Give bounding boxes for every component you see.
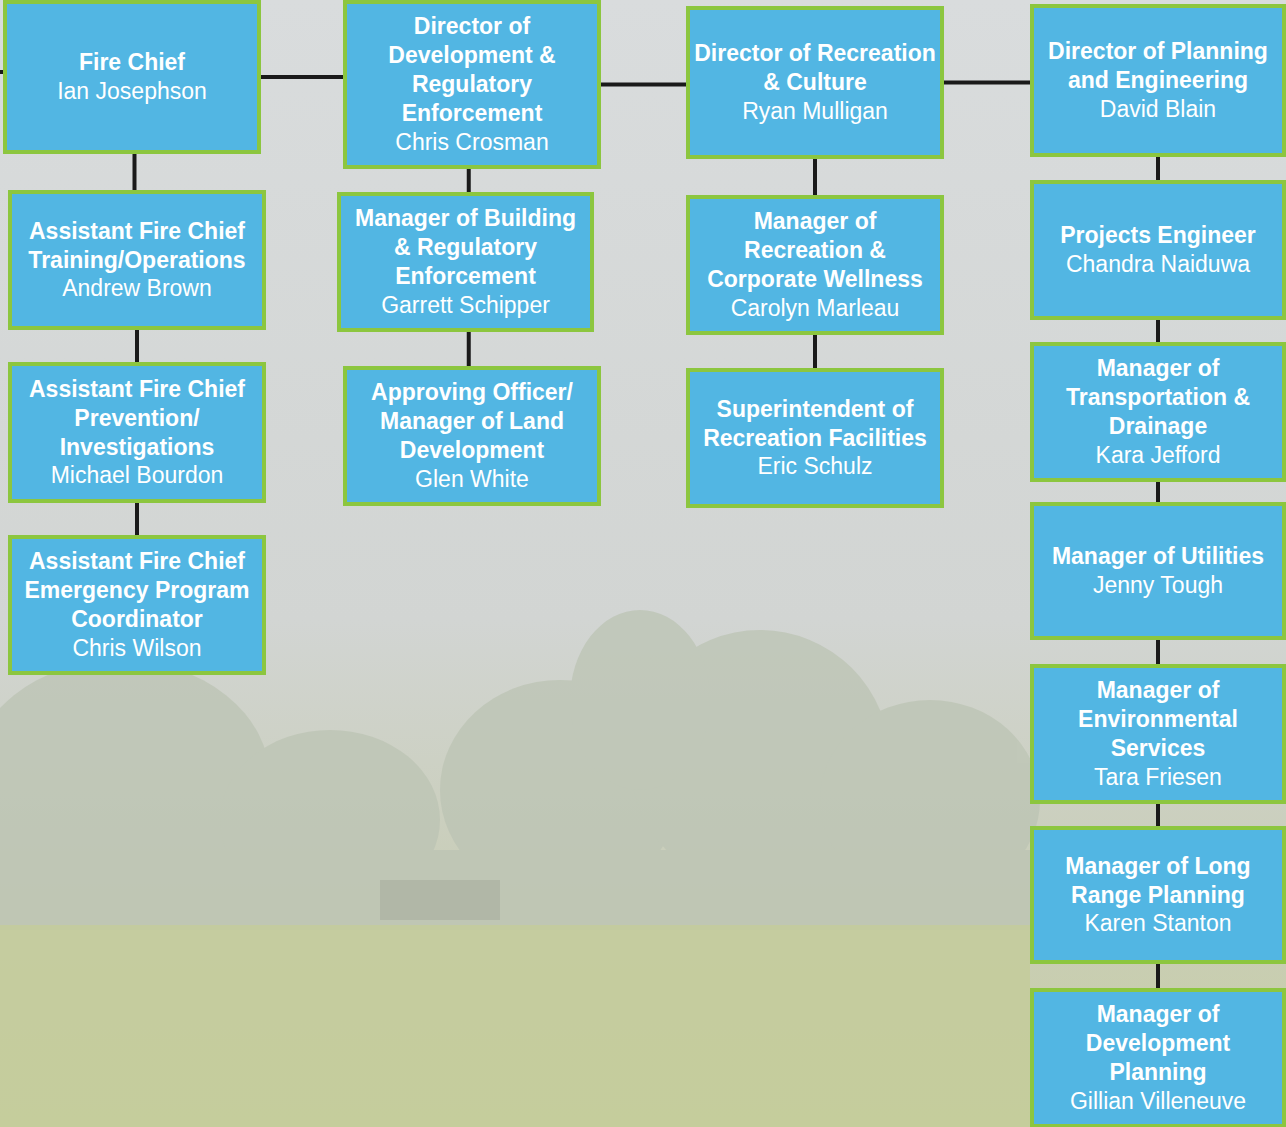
job-title: Manager of Environmental Services — [1038, 676, 1278, 763]
org-box: Assistant Fire Chief Training/Operations… — [8, 190, 266, 330]
reporting-line — [1156, 320, 1160, 342]
job-title: Assistant Fire Chief Prevention/ Investi… — [16, 375, 258, 462]
person-name: Eric Schulz — [757, 452, 872, 481]
job-title: Fire Chief — [79, 48, 185, 77]
job-title: Director of Development & Regulatory Enf… — [351, 12, 593, 128]
job-title: Assistant Fire Chief Emergency Program C… — [16, 547, 258, 634]
org-box: Manager of Development PlanningGillian V… — [1030, 988, 1286, 1127]
job-title: Superintendent of Recreation Facilities — [694, 395, 936, 453]
person-name: Garrett Schipper — [381, 291, 550, 320]
field — [0, 925, 1030, 1127]
org-box: Manager of Recreation & Corporate Wellne… — [686, 195, 944, 335]
org-box: Fire ChiefIan Josephson — [3, 0, 261, 154]
reporting-line — [813, 159, 817, 195]
job-title: Manager of Recreation & Corporate Wellne… — [694, 207, 936, 294]
person-name: Michael Bourdon — [51, 461, 224, 490]
job-title: Approving Officer/ Manager of Land Devel… — [351, 378, 593, 465]
org-box: Director of Recreation & CultureRyan Mul… — [686, 6, 944, 159]
person-name: Gillian Villeneuve — [1070, 1087, 1246, 1116]
person-name: Jenny Tough — [1093, 571, 1223, 600]
job-title: Manager of Utilities — [1052, 542, 1264, 571]
reporting-line — [1156, 804, 1160, 826]
job-title: Manager of Long Range Planning — [1038, 852, 1278, 910]
person-name: Kara Jefford — [1096, 441, 1221, 470]
person-name: Tara Friesen — [1094, 763, 1222, 792]
org-box: Assistant Fire Chief Prevention/ Investi… — [8, 362, 266, 503]
reporting-line — [1156, 964, 1160, 988]
job-title: Manager of Transportation & Drainage — [1038, 354, 1278, 441]
person-name: David Blain — [1100, 95, 1216, 124]
org-box: Director of Development & Regulatory Enf… — [343, 0, 601, 169]
org-box: Manager of Transportation & DrainageKara… — [1030, 342, 1286, 482]
job-title: Projects Engineer — [1060, 221, 1256, 250]
person-name: Chandra Naiduwa — [1066, 250, 1250, 279]
person-name: Chris Wilson — [72, 634, 201, 663]
job-title: Manager of Development Planning — [1038, 1000, 1278, 1087]
person-name: Ian Josephson — [57, 77, 207, 106]
person-name: Chris Crosman — [395, 128, 548, 157]
org-box: Approving Officer/ Manager of Land Devel… — [343, 366, 601, 506]
reporting-line — [813, 335, 817, 368]
org-box: Manager of Long Range PlanningKaren Stan… — [1030, 826, 1286, 964]
org-box: Manager of Environmental ServicesTara Fr… — [1030, 664, 1286, 804]
job-title: Manager of Building & Regulatory Enforce… — [345, 204, 586, 291]
reporting-line — [1156, 157, 1160, 180]
barn — [380, 880, 500, 920]
reporting-line — [1156, 482, 1160, 502]
org-box: Manager of UtilitiesJenny Tough — [1030, 502, 1286, 640]
org-box: Assistant Fire Chief Emergency Program C… — [8, 535, 266, 675]
org-box: Director of Planning and EngineeringDavi… — [1030, 4, 1286, 157]
reporting-line — [467, 169, 471, 192]
reporting-line — [1156, 640, 1160, 664]
org-box: Manager of Building & Regulatory Enforce… — [337, 192, 594, 332]
job-title: Assistant Fire Chief Training/Operations — [16, 217, 258, 275]
reporting-line — [135, 330, 139, 362]
reporting-line — [944, 81, 1030, 85]
person-name: Glen White — [415, 465, 529, 494]
reporting-line — [467, 332, 471, 366]
job-title: Director of Planning and Engineering — [1038, 37, 1278, 95]
reporting-line — [601, 83, 686, 87]
person-name: Karen Stanton — [1084, 909, 1231, 938]
reporting-line — [133, 154, 137, 190]
org-box: Projects EngineerChandra Naiduwa — [1030, 180, 1286, 320]
person-name: Andrew Brown — [62, 274, 212, 303]
person-name: Ryan Mulligan — [742, 97, 888, 126]
person-name: Carolyn Marleau — [731, 294, 900, 323]
tree-line — [0, 610, 1040, 930]
org-box: Superintendent of Recreation FacilitiesE… — [686, 368, 944, 508]
job-title: Director of Recreation & Culture — [694, 39, 936, 97]
reporting-line — [135, 503, 139, 535]
reporting-line — [261, 75, 343, 79]
